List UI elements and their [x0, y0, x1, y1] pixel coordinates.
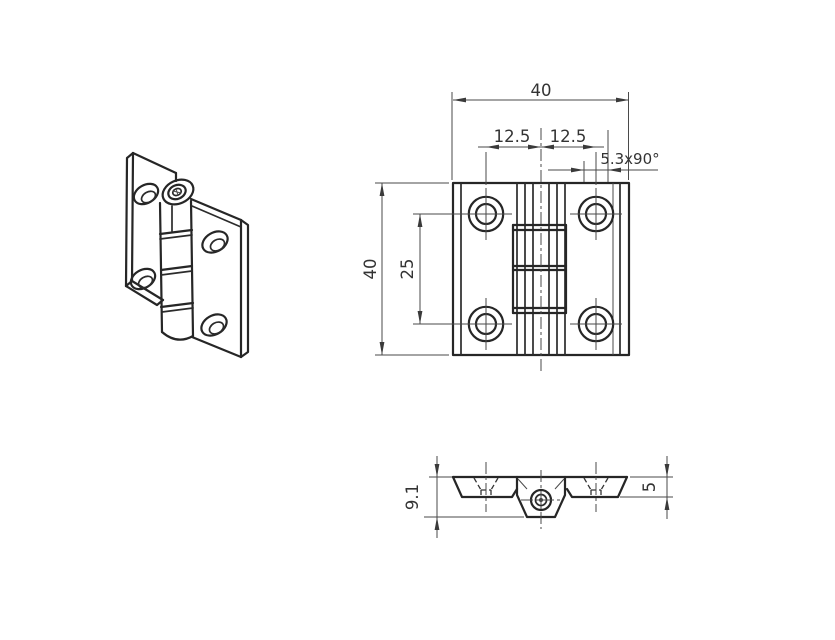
- dim-label-hole-pitch-left: 12.5: [494, 127, 531, 146]
- dim-hole-pitch-vertical: 25: [398, 213, 460, 325]
- hinge-knuckle-joint: [511, 128, 568, 372]
- dim-label-countersink: 5.3x90°: [600, 150, 659, 168]
- dim-hole-pitch-horizontal: 12.5 12.5: [478, 127, 604, 185]
- dim-label-overall-width: 40: [531, 81, 552, 100]
- countersunk-hole-bottom-left: [460, 298, 512, 350]
- hidden-countersink-left: [473, 462, 499, 512]
- iso-hole-back-bottom: [129, 267, 157, 291]
- countersunk-hole-top-right: [570, 188, 622, 240]
- iso-hole-front-bottom: [200, 313, 228, 337]
- countersunk-hole-bottom-right: [570, 298, 622, 350]
- countersunk-hole-top-left: [460, 188, 512, 240]
- dim-total-thickness: 9.1: [403, 456, 524, 538]
- dim-leaf-thickness: 5: [620, 456, 673, 519]
- dim-overall-width: 40: [451, 81, 629, 180]
- iso-screw-head: [167, 183, 187, 201]
- bottom-view: 9.1 5: [403, 456, 673, 538]
- dim-label-overall-height: 40: [361, 259, 380, 280]
- dim-label-hole-pitch-right: 12.5: [550, 127, 587, 146]
- dim-overall-height: 40: [361, 182, 449, 356]
- hinge-pin-end: [521, 470, 561, 529]
- iso-back-leaf: [124, 151, 178, 307]
- iso-barrel: [158, 178, 195, 341]
- front-view: 40 12.5 12.5 5.3x90°: [361, 81, 660, 372]
- iso-pin-boss: [161, 178, 195, 206]
- dim-countersink: 5.3x90°: [548, 130, 660, 182]
- dim-label-total-thickness: 9.1: [403, 484, 422, 510]
- dim-label-leaf-thickness: 5: [640, 482, 659, 493]
- iso-hole-back-top: [132, 182, 160, 206]
- dim-label-hole-pitch-vertical: 25: [398, 259, 417, 280]
- iso-hole-front-top: [201, 230, 229, 254]
- hidden-countersink-right: [583, 462, 609, 512]
- isometric-view: [124, 151, 250, 359]
- iso-front-leaf: [189, 197, 250, 359]
